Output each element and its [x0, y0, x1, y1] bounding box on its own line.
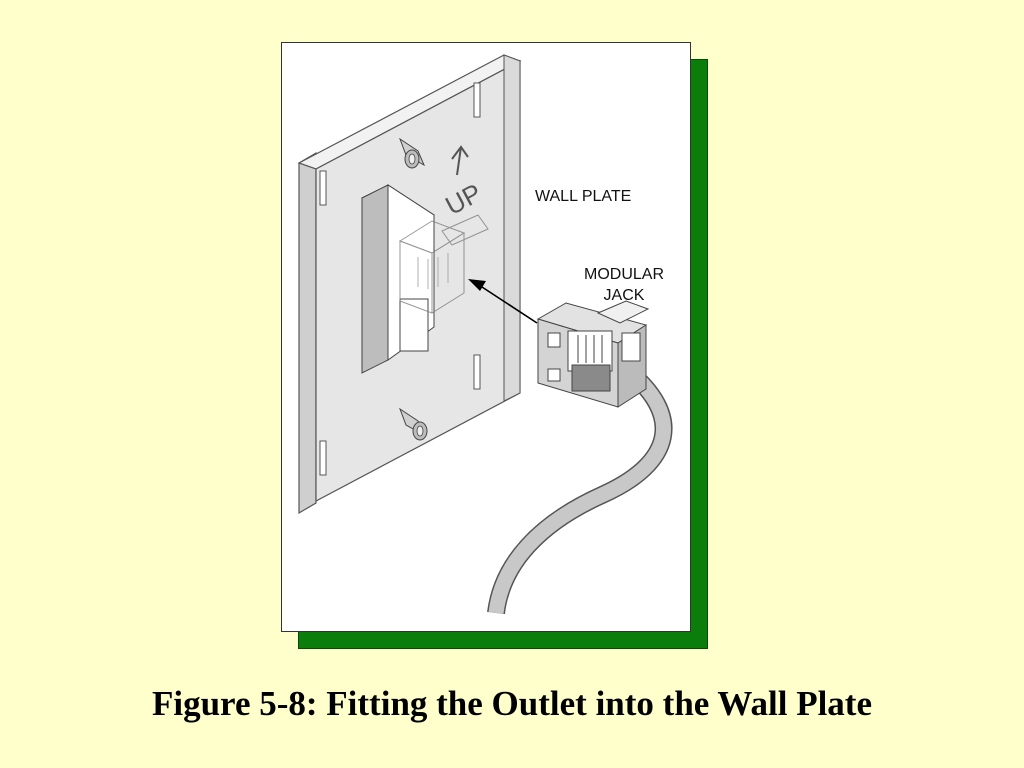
modular-cable: [487, 361, 673, 615]
modular-jack-label-line1: MODULAR: [584, 266, 664, 283]
screw-top: [398, 137, 426, 169]
slot-bottom-left: [319, 440, 327, 476]
jack-target-outline: [398, 214, 489, 314]
slot-top-right: [473, 82, 481, 118]
wall-plate-side: [298, 151, 317, 515]
screw-bottom: [398, 407, 428, 441]
slot-bottom-right: [473, 354, 481, 390]
modular-jack-label-line2: JACK: [604, 287, 645, 304]
arrow-icon: [468, 279, 538, 324]
figure-caption: Figure 5-8: Fitting the Outlet into the …: [151, 684, 872, 723]
figure-panel: UP: [281, 42, 691, 632]
plate-opening: [361, 184, 435, 374]
up-arrow-icon: [451, 145, 469, 176]
slot-top-left: [319, 170, 327, 206]
wall-plate-right-edge: [503, 54, 521, 402]
modular-jack: [536, 300, 650, 408]
wall-plate-label: WALL PLATE: [535, 188, 631, 205]
wall-plate-diagram: UP: [297, 54, 673, 615]
